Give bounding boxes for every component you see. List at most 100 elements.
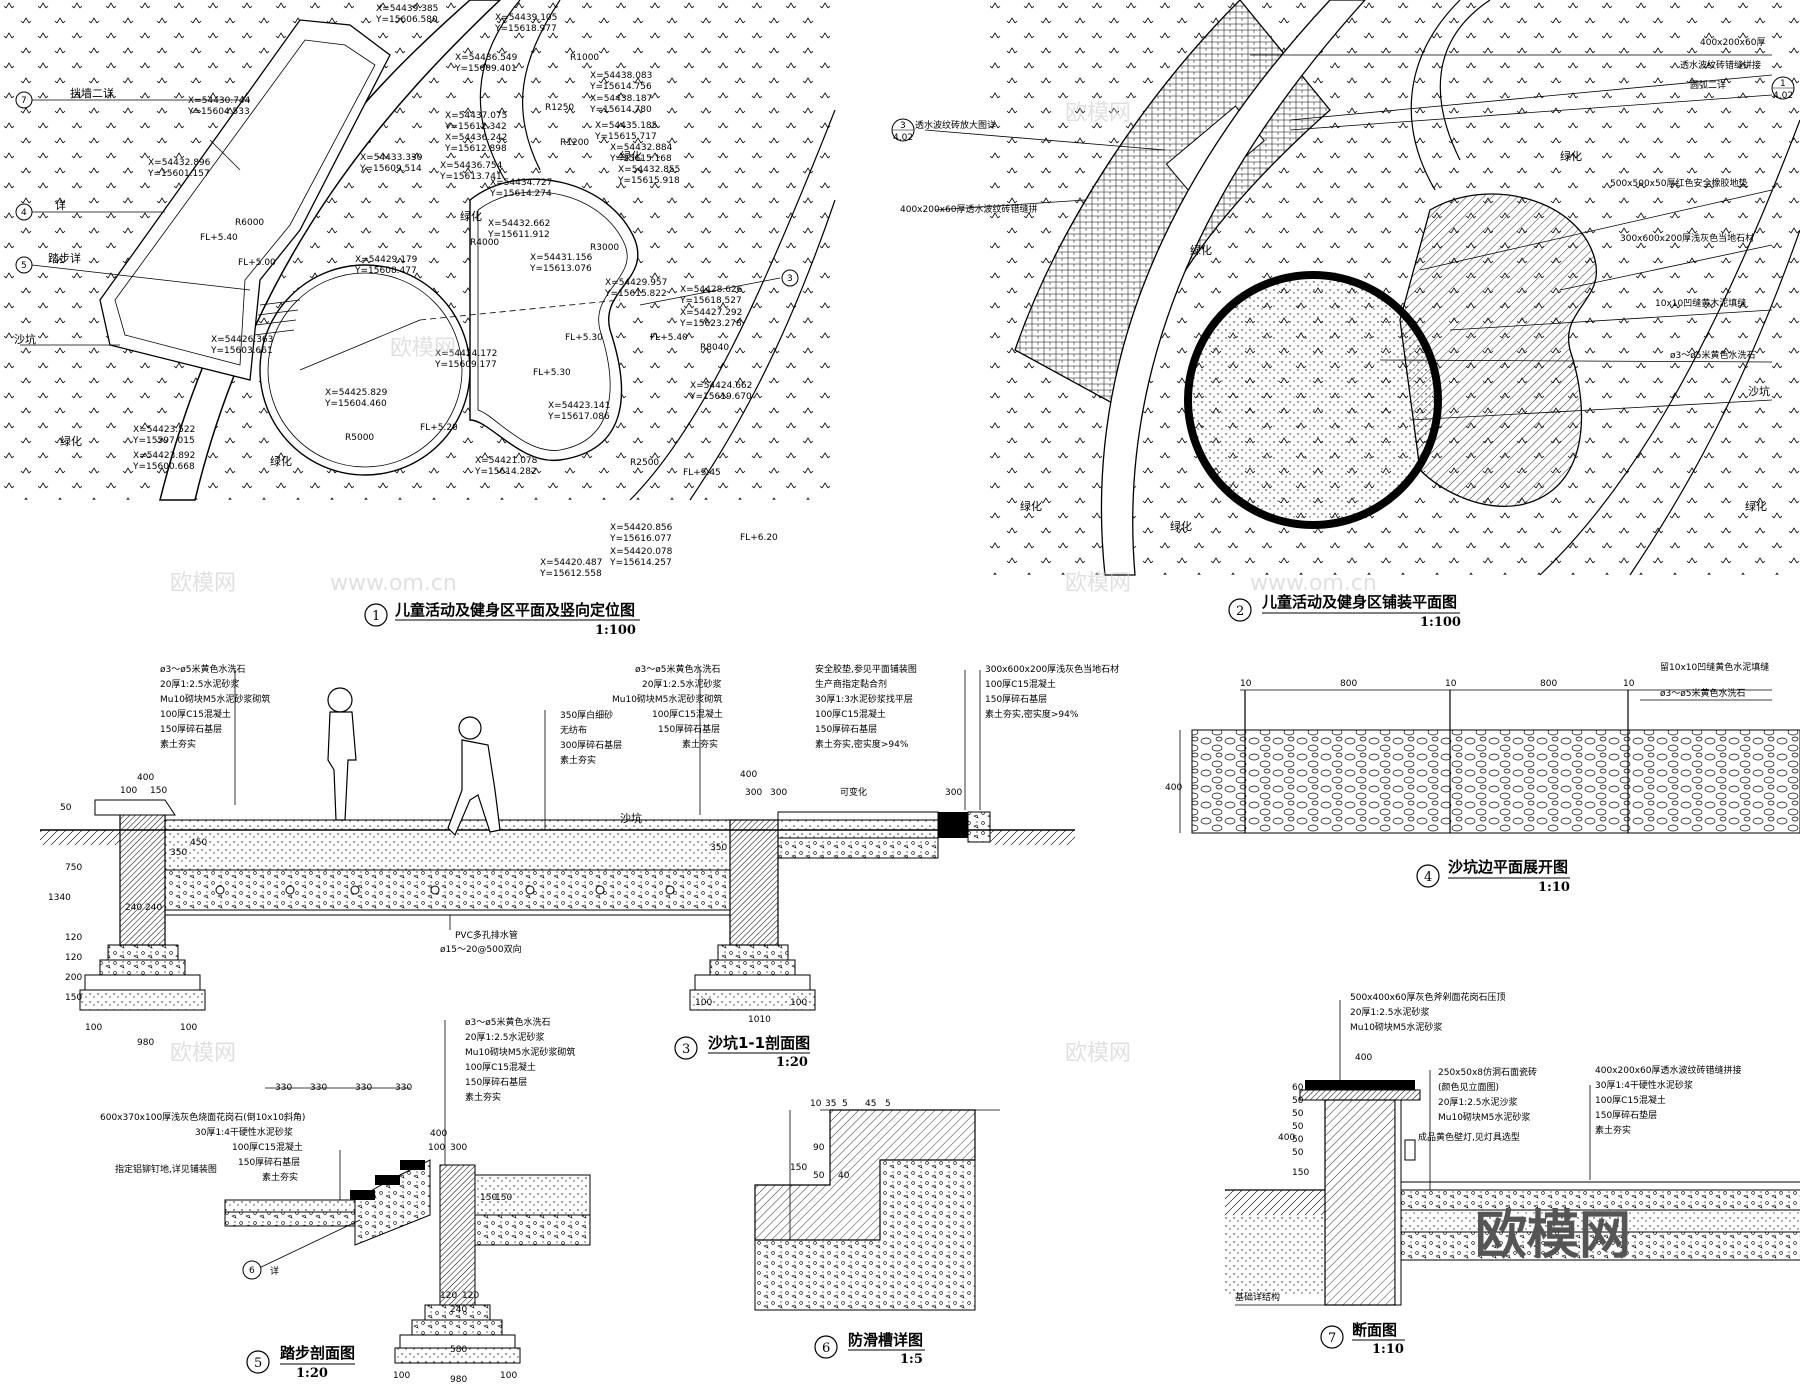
sec5-dims: 330 330 330 330 400 100 300 150 150 120 … (275, 1083, 517, 1384)
svg-text:X=54426.363: X=54426.363 (211, 335, 273, 345)
svg-text:1:100: 1:100 (595, 623, 636, 638)
svg-text:X=54432.662: X=54432.662 (488, 219, 550, 229)
sec5-left-layers: 600x370x100厚浅灰色烧面花岗石(倒10x10斜角) 30厚1:4干硬性… (100, 1111, 305, 1183)
svg-text:素土夯实: 素土夯实 (560, 754, 596, 766)
svg-text:素土夯实,密实度>94%: 素土夯实,密实度>94% (985, 708, 1079, 720)
svg-text:无纺布: 无纺布 (560, 724, 587, 736)
sec7-foundation-note: 基础详结构 (1235, 1291, 1280, 1303)
svg-text:欧模网: 欧模网 (1065, 1041, 1131, 1066)
svg-text:800: 800 (1340, 679, 1357, 689)
svg-text:3: 3 (900, 121, 906, 131)
svg-text:400: 400 (430, 1129, 447, 1139)
svg-text:沙坑1-1剖面图: 沙坑1-1剖面图 (708, 1034, 810, 1052)
svg-text:100厚C15混凝土: 100厚C15混凝土 (652, 708, 723, 720)
plan1-ref-5[interactable]: 5 踏步详 (15, 251, 81, 274)
svg-text:Y=15615.168: Y=15615.168 (609, 154, 672, 164)
svg-text:1: 1 (372, 609, 380, 624)
svg-text:www.om.cn: www.om.cn (1250, 571, 1377, 596)
svg-text:5: 5 (21, 261, 27, 271)
svg-text:Y=15611.912: Y=15611.912 (487, 230, 550, 240)
svg-text:透水波纹砖错缝拼接: 透水波纹砖错缝拼接 (1680, 59, 1761, 71)
svg-text:X=54432.896: X=54432.896 (148, 158, 211, 168)
svg-text:R2500: R2500 (630, 458, 659, 468)
svg-text:Y=15603.661: Y=15603.661 (210, 346, 273, 356)
sec6-dims: 10 35 5 45 5 150 90 50 40 (790, 1099, 891, 1181)
sec3-right-a-layers: ø3～ø5米黄色水洗石 20厚1:2.5水泥砂浆 Mu10砌块M5水泥砂浆砌筑 … (612, 663, 723, 750)
svg-text:400x200x60厚透水波纹砖错缝拼: 400x200x60厚透水波纹砖错缝拼 (900, 203, 1037, 215)
svg-text:Mu10砌块M5水泥砂浆砌筑: Mu10砌块M5水泥砂浆砌筑 (612, 693, 722, 705)
svg-text:Y=15614.756: Y=15614.756 (589, 82, 652, 92)
svg-text:20厚1:2.5水泥沙浆: 20厚1:2.5水泥沙浆 (1438, 1096, 1518, 1108)
svg-text:Y=15604.460: Y=15604.460 (324, 399, 387, 409)
svg-text:沙坑: 沙坑 (1748, 384, 1770, 398)
svg-text:450: 450 (190, 838, 207, 848)
svg-text:Mu10砌块M5水泥砂浆砌筑: Mu10砌块M5水泥砂浆砌筑 (160, 693, 270, 705)
svg-text:330: 330 (355, 1083, 372, 1093)
svg-text:4.02: 4.02 (893, 133, 913, 143)
svg-text:Y=15616.077: Y=15616.077 (609, 534, 672, 544)
sec3-right-b-layers: 安全胶垫,参见平面铺装图 生产商指定黏合剂 30厚1:3水泥砂浆找平层 100厚… (815, 663, 917, 750)
svg-text:300厚碎石基层: 300厚碎石基层 (560, 739, 622, 751)
svg-text:Y=15612.342: Y=15612.342 (444, 122, 507, 132)
sec4-stone-callout: ø3～ø5米黄色水洗石 (1660, 687, 1745, 699)
svg-text:FL+5.30: FL+5.30 (565, 333, 603, 343)
view2-paving-plan: 400x200x60厚 透水波纹砖错缝拼接 圆弧二详 500x500x50厚红色… (891, 0, 1800, 630)
svg-text:600x370x100厚浅灰色烧面花岗石(倒10x10斜角): 600x370x100厚浅灰色烧面花岗石(倒10x10斜角) (100, 1111, 305, 1123)
svg-text:20厚1:2.5水泥砂浆: 20厚1:2.5水泥砂浆 (642, 678, 722, 690)
svg-text:20厚1:2.5水泥砂浆: 20厚1:2.5水泥砂浆 (465, 1031, 545, 1043)
svg-text:X=54432.884: X=54432.884 (610, 143, 673, 153)
svg-text:300x600x200厚浅灰色当地石材: 300x600x200厚浅灰色当地石材 (985, 663, 1119, 675)
svg-text:100厚C15混凝土: 100厚C15混凝土 (465, 1061, 536, 1073)
svg-text:Y=15604.533: Y=15604.533 (187, 107, 250, 117)
svg-text:X=54436.754: X=54436.754 (440, 161, 503, 171)
view3-sandpit-section: ø3～ø5米黄色水洗石 20厚1:2.5水泥砂浆 Mu10砌块M5水泥砂浆砌筑 … (40, 663, 1119, 1070)
plan1-ref-3[interactable]: 3 (781, 269, 799, 287)
svg-text:X=54424.662: X=54424.662 (690, 381, 752, 391)
svg-text:20厚1:2.5水泥砂浆: 20厚1:2.5水泥砂浆 (160, 678, 240, 690)
plan1-ref-7[interactable]: 7 挡墙二详 (15, 86, 114, 109)
svg-text:750: 750 (65, 863, 82, 873)
svg-text:300: 300 (945, 788, 962, 798)
view7-wall-section: 500x400x60厚灰色斧剁面花岗石压顶 20厚1:2.5水泥砂浆 Mu10砌… (1225, 991, 1800, 1357)
svg-text:R1250: R1250 (545, 103, 574, 113)
svg-text:Y=15615.822: Y=15615.822 (604, 289, 667, 299)
svg-text:欧模网: 欧模网 (1065, 101, 1131, 126)
plan1-ref-4[interactable]: 4 详 (15, 198, 66, 221)
svg-text:X=54420.487: X=54420.487 (540, 558, 602, 568)
svg-text:10: 10 (1445, 679, 1457, 689)
svg-text:Y=15601.157: Y=15601.157 (147, 169, 210, 179)
plan2-ref-1[interactable]: 1 4.02 (1771, 76, 1795, 101)
svg-text:300: 300 (450, 1143, 467, 1153)
svg-text:欧模网: 欧模网 (170, 1041, 236, 1066)
svg-text:50: 50 (1292, 1096, 1304, 1106)
plan1-levels: FL+5.00 FL+5.30 FL+5.20 FL+5.30 FL+5.40 … (200, 233, 778, 543)
svg-text:400x200x60厚: 400x200x60厚 (1700, 37, 1765, 48)
svg-text:详: 详 (270, 1265, 279, 1277)
svg-text:50: 50 (1292, 1148, 1304, 1158)
svg-text:Y=15609.401: Y=15609.401 (454, 64, 517, 74)
svg-text:330: 330 (395, 1083, 412, 1093)
svg-text:挡墙二详: 挡墙二详 (70, 86, 114, 100)
svg-text:10: 10 (1623, 679, 1635, 689)
svg-text:3: 3 (787, 274, 793, 284)
svg-text:50: 50 (1292, 1135, 1304, 1145)
svg-text:100: 100 (393, 1371, 410, 1381)
svg-text:R1000: R1000 (570, 53, 599, 63)
svg-text:FL+6.20: FL+6.20 (740, 533, 778, 543)
svg-text:X=54438.187: X=54438.187 (590, 94, 652, 104)
svg-text:X=54436.242: X=54436.242 (445, 133, 507, 143)
svg-text:40: 40 (838, 1171, 850, 1181)
sec5-ref-6[interactable]: 6 详 (242, 1260, 279, 1280)
svg-text:ø3～ø5米黄色水洗石: ø3～ø5米黄色水洗石 (635, 663, 720, 675)
plan2-ref-3[interactable]: 3 4.02 透水波纹砖放大图详 (891, 118, 996, 143)
svg-text:欧模网: 欧模网 (1065, 571, 1131, 596)
svg-text:1:20: 1:20 (296, 1366, 328, 1381)
plan1-green-label: 绿化 (620, 149, 642, 163)
sec3-sand-label: 沙坑 (620, 811, 642, 825)
svg-text:90: 90 (813, 1143, 825, 1153)
svg-text:400: 400 (1278, 1133, 1295, 1143)
svg-text:100: 100 (428, 1143, 445, 1153)
svg-text:150厚碎石基层: 150厚碎石基层 (238, 1156, 300, 1168)
svg-text:ø3～ø5米黄色水洗石: ø3～ø5米黄色水洗石 (160, 663, 245, 675)
plan2-green-label: 绿化 (1020, 499, 1042, 513)
